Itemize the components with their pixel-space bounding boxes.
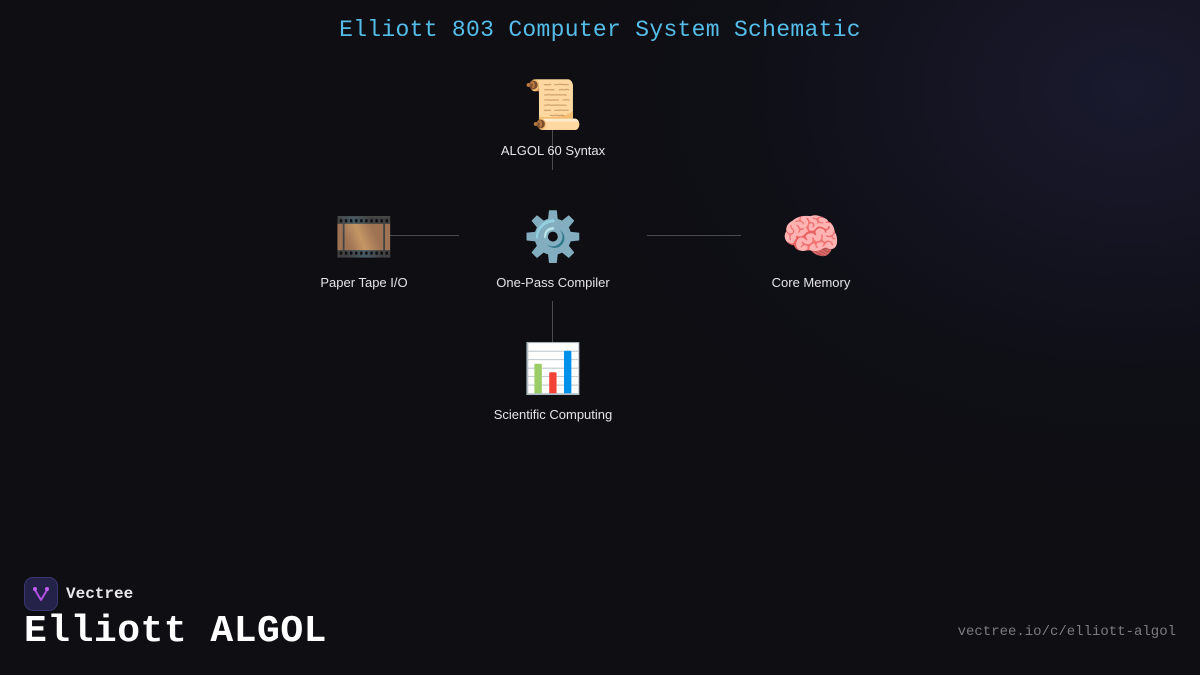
bar-chart-icon: 📊 [523, 341, 583, 397]
gear-icon: ⚙️ [523, 209, 583, 265]
node-label: Paper Tape I/O [320, 275, 408, 290]
edge-compiler-memory [647, 235, 741, 236]
course-title: Elliott ALGOL [24, 610, 327, 653]
node-label: ALGOL 60 Syntax [500, 143, 606, 158]
node-label: Core Memory [771, 275, 851, 290]
brand: Vectree [24, 577, 133, 611]
node-core-memory[interactable]: 🧠 Core Memory [731, 209, 891, 290]
brain-icon: 🧠 [781, 209, 841, 265]
scroll-icon: 📜 [523, 77, 583, 133]
course-url[interactable]: vectree.io/c/elliott-algol [957, 624, 1176, 640]
node-label: One-Pass Compiler [496, 275, 610, 290]
brand-name: Vectree [66, 585, 134, 603]
vectree-logo-icon [24, 577, 58, 611]
node-label: Scientific Computing [493, 407, 613, 422]
edge-tape-compiler [388, 235, 459, 236]
node-paper-tape[interactable]: 🎞️ Paper Tape I/O [284, 209, 444, 290]
edge-compiler-science [552, 301, 553, 347]
film-strip-icon: 🎞️ [334, 209, 394, 265]
node-scientific-computing[interactable]: 📊 Scientific Computing [473, 341, 633, 422]
edge-syntax-compiler [552, 128, 553, 170]
node-compiler[interactable]: ⚙️ One-Pass Compiler [473, 209, 633, 290]
node-algol-syntax[interactable]: 📜 ALGOL 60 Syntax [473, 77, 633, 158]
diagram-title: Elliott 803 Computer System Schematic [339, 17, 861, 43]
